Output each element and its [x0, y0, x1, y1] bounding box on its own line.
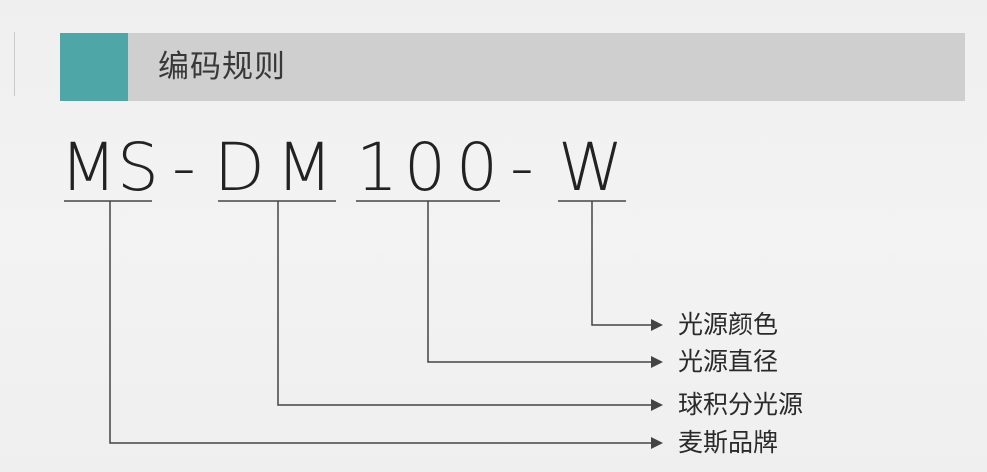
header-bar: 编码规则	[60, 33, 965, 101]
page-title: 编码规则	[158, 49, 286, 85]
connector-sphere	[277, 201, 663, 411]
label-brand: 麦斯品牌	[678, 428, 779, 457]
code-digit-3: 0	[456, 129, 498, 206]
connector-diameter	[427, 201, 663, 368]
code-separator-1: -	[172, 129, 196, 206]
code-part-brand: MS	[60, 129, 159, 206]
code-part-d: D	[214, 129, 265, 206]
header-accent-block	[60, 33, 128, 101]
code-digit-2: 0	[404, 129, 446, 206]
code-part-m: M	[276, 129, 333, 206]
code-part-color: W	[558, 129, 624, 206]
connector-color	[591, 201, 663, 331]
label-light-diameter: 光源直径	[678, 347, 779, 376]
connector-brand	[109, 201, 663, 449]
label-light-color: 光源颜色	[678, 310, 779, 339]
code-separator-2: -	[510, 129, 534, 206]
label-sphere-light: 球积分光源	[678, 390, 804, 419]
left-edge-mark	[14, 32, 15, 96]
code-digit-1: 1	[356, 129, 398, 206]
